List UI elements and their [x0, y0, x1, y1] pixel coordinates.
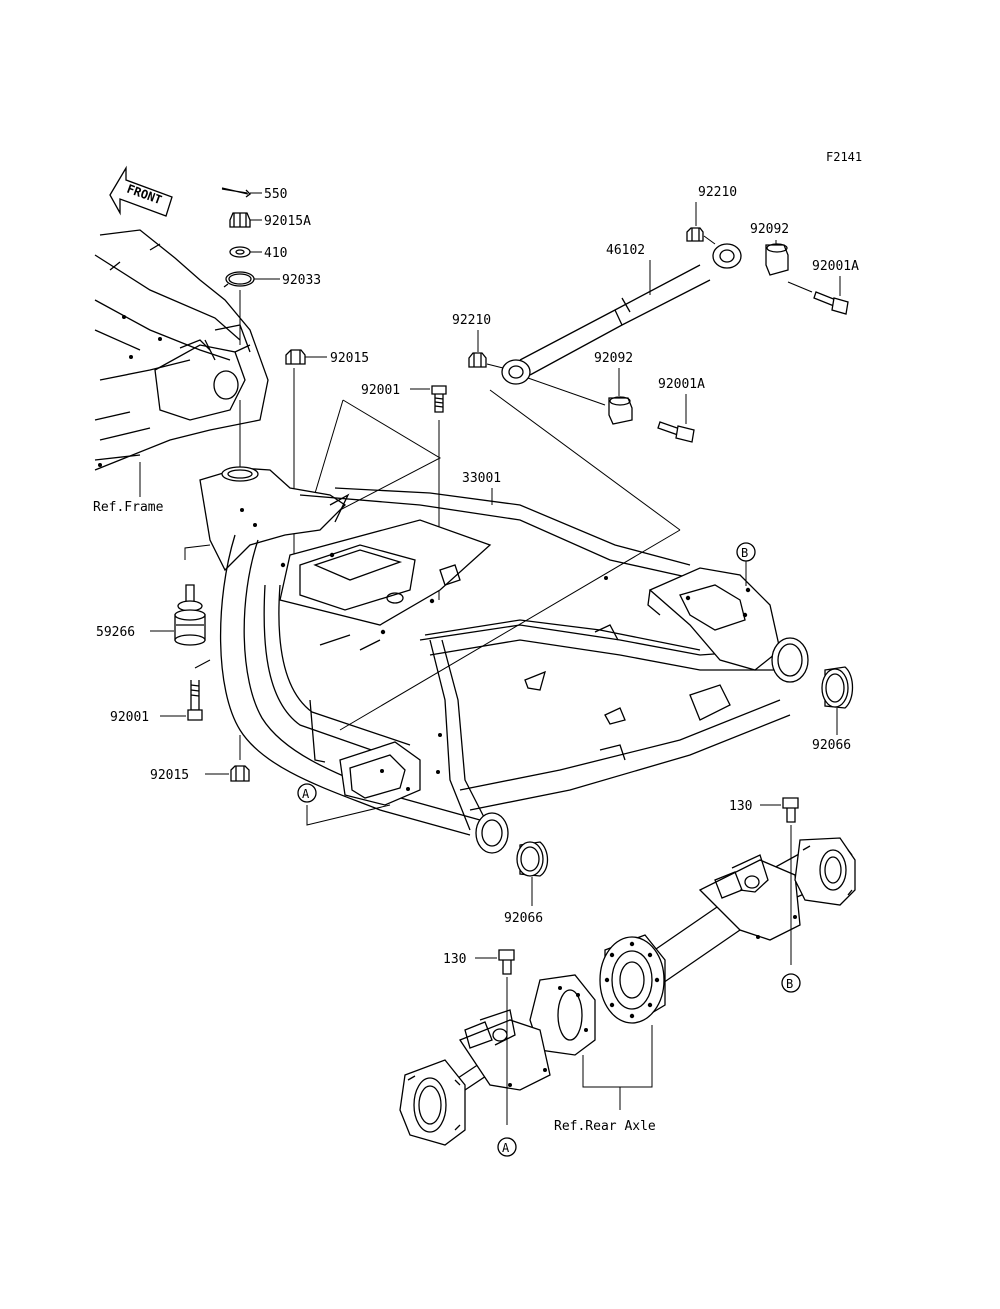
marker-a-top: A	[297, 783, 317, 803]
figure-code: F2141	[826, 150, 862, 164]
ref-frame-outline	[94, 229, 269, 497]
marker-a-bottom: A	[497, 1137, 517, 1157]
callout-59266: 59266	[96, 625, 135, 640]
marker-b-top: B	[736, 542, 756, 562]
bushing-icon	[608, 396, 633, 425]
callout-410: 410	[264, 246, 287, 261]
washer-icon	[229, 246, 251, 258]
marker-b-bottom-label: B	[786, 977, 793, 991]
castle-nut-icon	[229, 212, 251, 228]
callout-92015-top: 92015	[330, 351, 369, 366]
end-cap-icon	[821, 666, 854, 709]
nut-icon	[230, 765, 250, 782]
nut-icon	[468, 352, 487, 368]
callout-92210-mid: 92210	[452, 313, 491, 328]
nut-icon	[686, 227, 704, 242]
callout-92210-top: 92210	[698, 185, 737, 200]
front-arrow-icon: FRONT	[109, 165, 173, 217]
bolt-icon	[657, 421, 695, 443]
nut-icon	[285, 349, 306, 365]
callout-92015A: 92015A	[264, 214, 311, 229]
bolt-icon	[782, 797, 799, 823]
bolt-icon	[431, 385, 447, 413]
bolt-icon	[187, 680, 203, 721]
snap-ring-icon	[223, 271, 255, 288]
callout-550: 550	[264, 187, 287, 202]
marker-b-bottom: B	[781, 973, 801, 993]
callout-92066-right: 92066	[812, 738, 851, 753]
rear-axle-hub	[599, 934, 666, 1024]
callout-130-right: 130	[729, 799, 752, 814]
callout-92001-top: 92001	[361, 383, 400, 398]
marker-a-bottom-label: A	[502, 1141, 510, 1155]
callout-92001-left: 92001	[110, 710, 149, 725]
callout-92033: 92033	[282, 273, 321, 288]
tie-rod	[501, 243, 742, 385]
end-cap-icon	[516, 841, 549, 877]
cotter-pin-icon	[221, 187, 251, 198]
axle-bracket-right	[639, 837, 856, 986]
marker-a-top-label: A	[302, 787, 310, 801]
bolt-icon	[813, 291, 849, 315]
callout-92092-top: 92092	[750, 222, 789, 237]
ref-frame-label: Ref.Frame	[93, 500, 164, 515]
marker-b-top-label: B	[741, 546, 748, 560]
ref-rear-axle-label: Ref.Rear Axle	[554, 1119, 656, 1134]
rubber-damper-icon	[174, 584, 206, 646]
bushing-icon	[765, 243, 789, 276]
swingarm-frame	[199, 466, 809, 854]
bolt-icon	[498, 949, 515, 975]
callout-92015-left: 92015	[150, 768, 189, 783]
callout-33001: 33001	[462, 471, 501, 486]
callout-92001A-top: 92001A	[812, 259, 859, 274]
callout-130-left: 130	[443, 952, 466, 967]
callout-46102: 46102	[606, 243, 645, 258]
axle-bracket-left	[399, 974, 596, 1146]
callout-92001A-mid: 92001A	[658, 377, 705, 392]
callout-92092-mid: 92092	[594, 351, 633, 366]
callout-92066-bottom: 92066	[504, 911, 543, 926]
